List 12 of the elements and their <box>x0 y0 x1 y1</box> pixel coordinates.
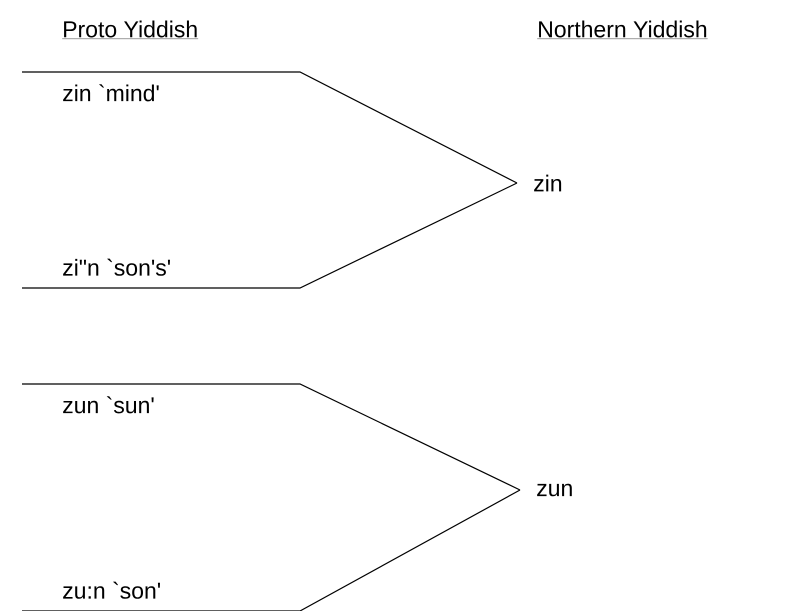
connector-line <box>22 383 520 491</box>
word-form: zun `sun' <box>63 396 154 414</box>
word-form: zi"n `son's' <box>63 258 170 276</box>
word-form: zu:n `son' <box>63 582 160 599</box>
column-heading: Northern Yiddish <box>537 20 708 40</box>
connector-line <box>22 71 518 184</box>
column-heading: Proto Yiddish <box>62 20 198 40</box>
word-form: zun <box>537 484 572 496</box>
word-form: zin `mind' <box>63 84 159 102</box>
connector-line <box>22 182 518 289</box>
word-form: zin <box>534 174 562 192</box>
connector-line <box>22 489 520 611</box>
